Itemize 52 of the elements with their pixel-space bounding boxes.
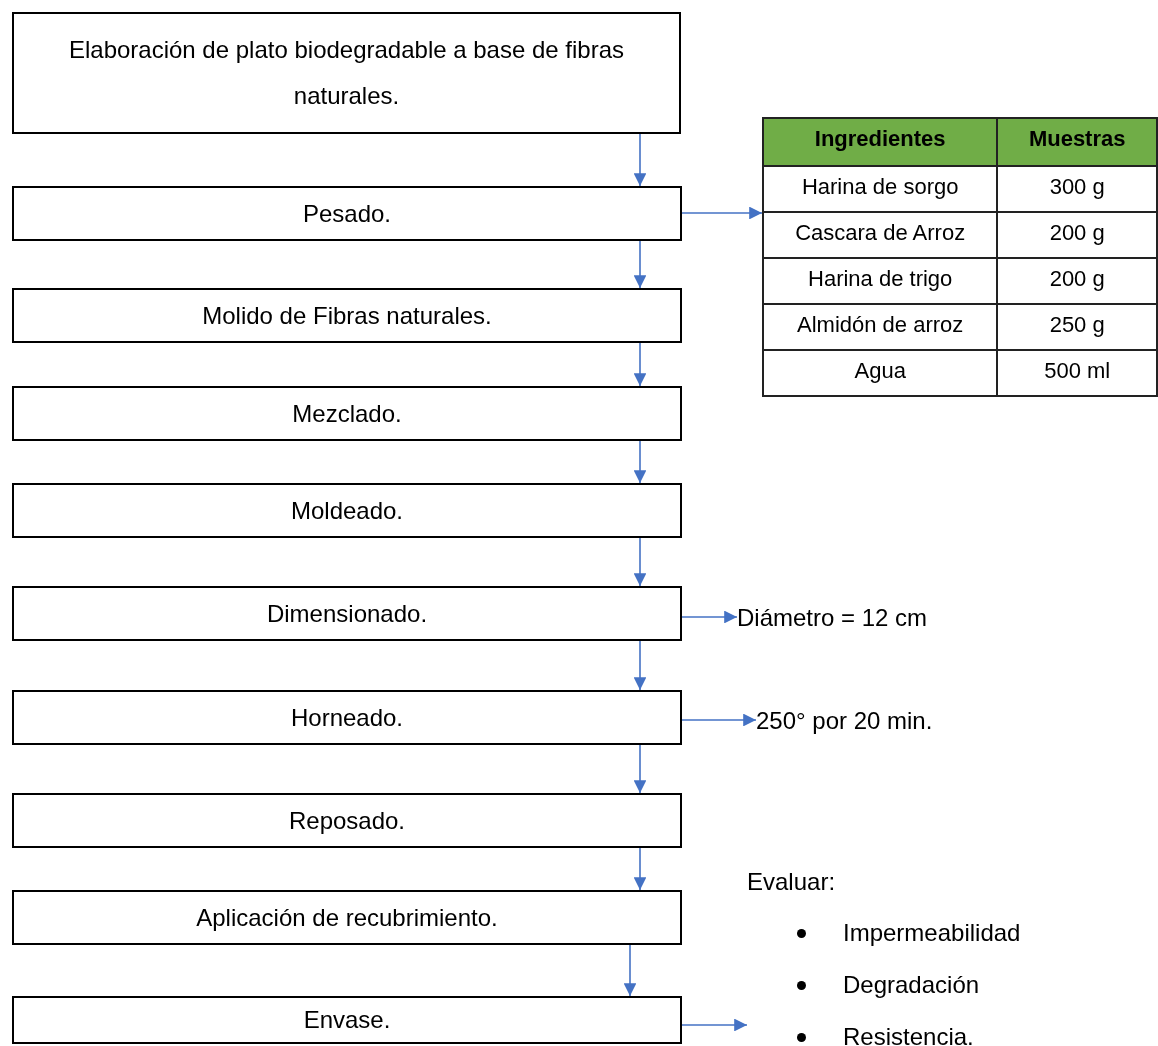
step-label: Horneado. [290, 703, 404, 732]
bullet-item: Resistencia. [797, 1021, 974, 1046]
ingredients-table [762, 117, 1158, 397]
table-cell: Harina de sorgo [763, 166, 998, 212]
parameter-note: 250° por 20 min. [756, 705, 933, 737]
table-cell: 500 ml [997, 350, 1157, 396]
table-cell: 300 g [997, 166, 1157, 212]
table-cell: Almidón de arroz [763, 304, 998, 350]
process-box [12, 690, 682, 745]
process-box [12, 483, 682, 538]
step-label: Dimensionado. [266, 599, 428, 628]
arrow [633, 133, 647, 187]
step-label: Mezclado. [292, 399, 402, 428]
table-cell: 200 g [997, 258, 1157, 304]
column-header: Ingredientes [763, 118, 998, 166]
table-cell: 250 g [997, 304, 1157, 350]
table-cell: 200 g [997, 212, 1157, 258]
step-label: Molido de Fibras naturales. [202, 301, 492, 330]
process-box [12, 793, 682, 848]
table-cell: Cascara de Arroz [763, 212, 998, 258]
arrow [681, 1018, 748, 1032]
arrow [633, 537, 647, 587]
step-label: Elaboración de plato biodegradable a base de fibras naturales. [67, 35, 626, 111]
step-label: Reposado. [288, 806, 406, 835]
bullet-item: Degradación [797, 969, 980, 1001]
column-header: Muestras [997, 118, 1157, 166]
process-box [12, 386, 682, 441]
parameter-note: Diámetro = 12 cm [737, 602, 928, 634]
table-cell: Agua [763, 350, 998, 396]
step-label: Envase. [303, 1006, 391, 1034]
process-box [12, 586, 682, 641]
arrow [633, 744, 647, 794]
bullet-item: Impermeabilidad [797, 917, 1021, 949]
table-cell: Harina de trigo [763, 258, 998, 304]
arrow [623, 944, 637, 997]
step-label: Moldeado. [290, 496, 404, 525]
process-box [12, 12, 681, 134]
arrow [633, 342, 647, 387]
process-box [12, 996, 682, 1044]
arrow [681, 713, 757, 727]
arrow [633, 847, 647, 891]
step-label: Aplicación de recubrimiento. [196, 903, 498, 932]
step-label: Pesado. [302, 199, 392, 228]
process-box [12, 890, 682, 945]
process-box [12, 186, 682, 241]
arrow [633, 640, 647, 691]
arrow [681, 610, 738, 624]
list-heading: Evaluar: [747, 867, 836, 897]
arrow [633, 440, 647, 484]
arrow [681, 206, 763, 220]
process-box [12, 288, 682, 343]
arrow [633, 240, 647, 289]
